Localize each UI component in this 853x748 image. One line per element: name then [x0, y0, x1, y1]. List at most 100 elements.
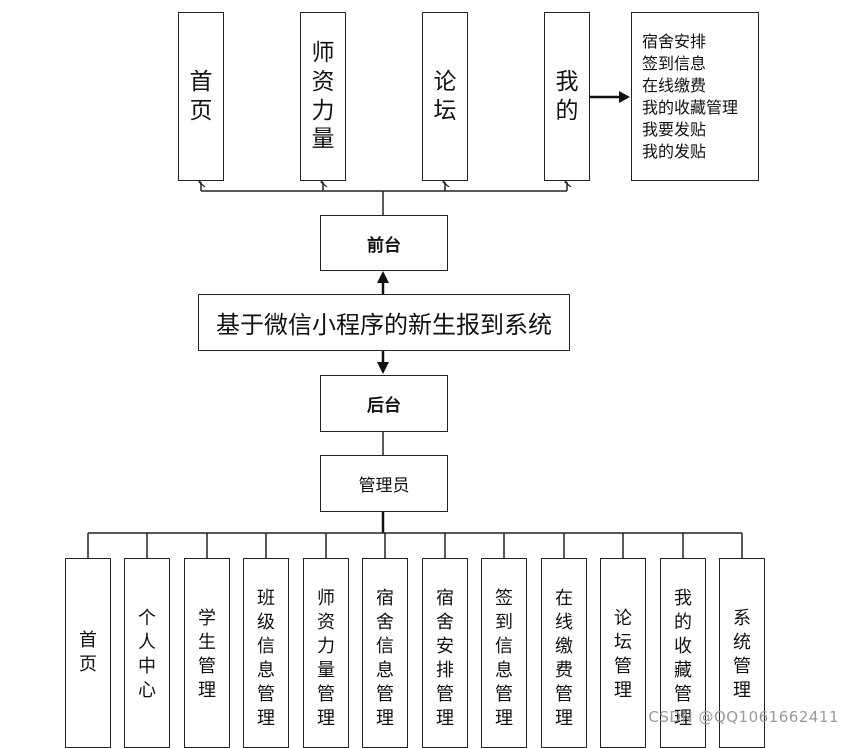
back-module-personal-center: 个人中心 — [124, 558, 170, 748]
back-module-dorm-info: 宿舍信息管理 — [362, 558, 408, 748]
watermark: CSDN @QQ1061662411 — [648, 708, 839, 726]
vertical-char: 费 — [555, 660, 573, 681]
vertical-char: 缴 — [555, 636, 573, 657]
vertical-char: 理 — [674, 708, 692, 729]
back-module-forum: 论坛管理 — [600, 558, 646, 748]
vertical-char: 签 — [495, 588, 513, 609]
back-module-dorm-arrangement: 宿舍安排管理 — [422, 558, 468, 748]
front-module-home: 首页 — [178, 12, 224, 181]
vertical-char: 管 — [198, 656, 216, 677]
back-module-home: 首页 — [65, 558, 111, 748]
system-title: 基于微信小程序的新生报到系统 — [216, 311, 552, 339]
front-end-label: 前台 — [367, 235, 401, 256]
vertical-char: 理 — [317, 708, 335, 729]
vertical-char: 论 — [433, 68, 457, 95]
vertical-char: 师 — [311, 40, 335, 66]
vertical-char: 理 — [257, 708, 275, 729]
back-module-label: 学生管理 — [185, 559, 229, 747]
vertical-char: 的 — [555, 97, 579, 124]
vertical-char: 力 — [311, 97, 335, 124]
vertical-char: 资 — [317, 612, 335, 633]
back-module-label: 在线缴费管理 — [542, 559, 586, 747]
back-module-label: 宿舍安排管理 — [423, 559, 467, 747]
admin-role-label: 管理员 — [358, 476, 410, 496]
front-module-home-label: 首页 — [179, 13, 223, 180]
mine-submenu-item: 宿舍安排 — [642, 32, 707, 51]
vertical-char: 舍 — [376, 612, 394, 633]
vertical-char: 理 — [733, 680, 751, 701]
mine-submenu-item: 在线缴费 — [642, 76, 707, 95]
vertical-char: 班 — [257, 588, 275, 609]
vertical-char: 统 — [733, 632, 751, 653]
vertical-char: 线 — [555, 612, 573, 633]
back-end-label: 后台 — [367, 396, 401, 416]
vertical-char: 首 — [79, 630, 97, 651]
vertical-char: 量 — [311, 126, 335, 153]
back-module-label: 班级信息管理 — [244, 559, 288, 747]
vertical-char: 管 — [495, 684, 513, 705]
front-module-forum-label: 论坛 — [423, 13, 467, 180]
back-end-node: 后台 — [320, 375, 448, 432]
vertical-char: 我 — [674, 588, 692, 609]
vertical-char: 信 — [257, 636, 275, 657]
vertical-char: 管 — [674, 684, 692, 705]
front-end-node: 前台 — [320, 215, 448, 271]
mine-submenu-list: 宿舍安排 签到信息 在线缴费 我的收藏管理 我要发贴 我的发贴 — [632, 13, 758, 163]
vertical-char: 我 — [555, 68, 579, 95]
vertical-char: 理 — [376, 708, 394, 729]
vertical-char: 管 — [257, 684, 275, 705]
vertical-char: 息 — [376, 660, 394, 681]
back-module-label: 首页 — [66, 559, 110, 747]
vertical-char: 力 — [317, 636, 335, 657]
back-module-label: 我的收藏管理 — [661, 559, 705, 747]
vertical-char: 管 — [436, 684, 454, 705]
vertical-char: 管 — [555, 684, 573, 705]
back-module-label: 系统管理 — [720, 559, 764, 747]
vertical-char: 学 — [198, 608, 216, 629]
back-module-label: 签到信息管理 — [482, 559, 526, 747]
vertical-char: 坛 — [433, 97, 457, 124]
back-module-class-info: 班级信息管理 — [243, 558, 289, 748]
vertical-char: 个 — [138, 608, 156, 629]
vertical-char: 级 — [257, 612, 275, 633]
front-module-teachers: 师资力量 — [300, 12, 346, 181]
back-module-label: 论坛管理 — [601, 559, 645, 747]
mine-submenu-box: 宿舍安排 签到信息 在线缴费 我的收藏管理 我要发贴 我的发贴 — [631, 12, 759, 181]
vertical-char: 理 — [555, 708, 573, 729]
back-module-payment: 在线缴费管理 — [541, 558, 587, 748]
vertical-char: 理 — [198, 680, 216, 701]
back-module-system: 系统管理 — [719, 558, 765, 748]
system-title-node: 基于微信小程序的新生报到系统 — [198, 294, 570, 351]
vertical-char: 排 — [436, 660, 454, 681]
mine-submenu-item: 我的收藏管理 — [642, 98, 739, 117]
vertical-char: 理 — [495, 708, 513, 729]
vertical-char: 论 — [614, 608, 632, 629]
mine-submenu-item: 我要发贴 — [642, 120, 707, 139]
vertical-char: 页 — [79, 654, 97, 675]
back-module-favorites: 我的收藏管理 — [660, 558, 706, 748]
vertical-char: 师 — [317, 588, 335, 609]
vertical-char: 管 — [317, 684, 335, 705]
back-module-teachers: 师资力量管理 — [303, 558, 349, 748]
back-module-label: 个人中心 — [125, 559, 169, 747]
vertical-char: 安 — [436, 636, 454, 657]
vertical-char: 理 — [614, 680, 632, 701]
vertical-char: 信 — [495, 636, 513, 657]
vertical-char: 坛 — [614, 632, 632, 653]
front-module-mine: 我的 — [544, 12, 590, 181]
back-module-label: 宿舍信息管理 — [363, 559, 407, 747]
front-module-forum: 论坛 — [422, 12, 468, 181]
vertical-char: 管 — [733, 656, 751, 677]
vertical-char: 宿 — [376, 588, 394, 609]
mine-submenu-item: 我的发贴 — [642, 142, 707, 161]
vertical-char: 藏 — [674, 660, 692, 681]
mine-submenu-item: 签到信息 — [642, 54, 707, 73]
vertical-char: 理 — [436, 708, 454, 729]
vertical-char: 系 — [733, 608, 751, 629]
vertical-char: 量 — [317, 660, 335, 681]
vertical-char: 页 — [189, 97, 213, 124]
front-module-arrows — [201, 182, 567, 191]
back-module-check-in: 签到信息管理 — [481, 558, 527, 748]
back-module-label: 师资力量管理 — [304, 559, 348, 747]
vertical-char: 管 — [614, 656, 632, 677]
